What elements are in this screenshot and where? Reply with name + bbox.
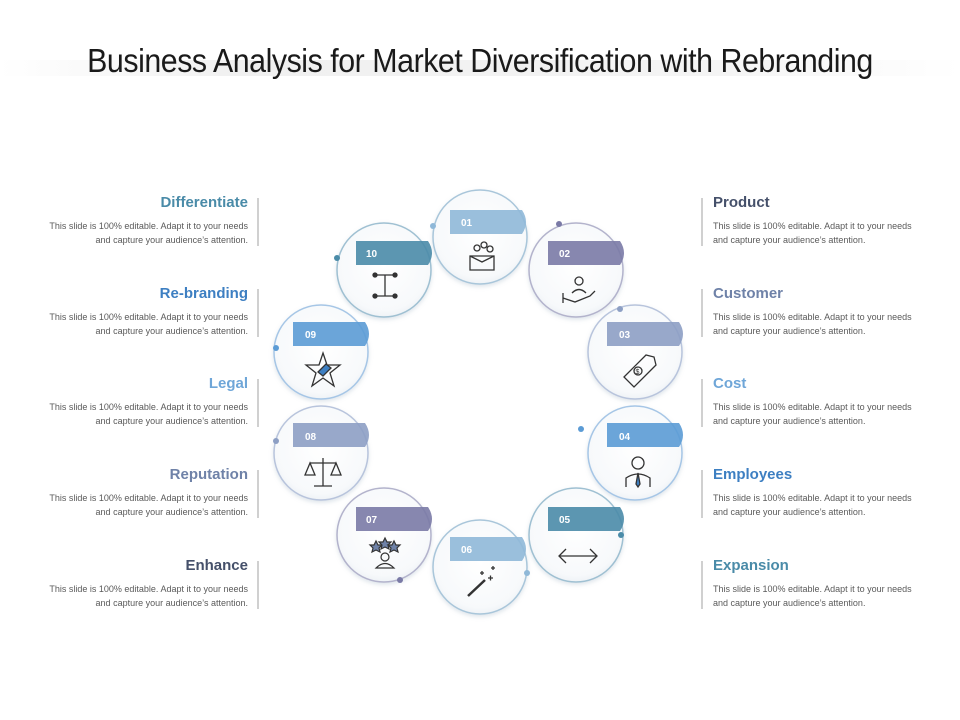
label-description: This slide is 100% editable. Adapt it to… (49, 402, 248, 426)
step-circle-10: 10 (334, 222, 432, 318)
hand-person-icon (562, 276, 596, 303)
connector-dot (556, 221, 562, 227)
label-title: Legal (208, 375, 248, 392)
divider-line (257, 379, 259, 427)
step-number: 10 (366, 249, 378, 260)
step-circle-07: 07 (336, 487, 432, 583)
connector-dot (397, 577, 403, 583)
label-product: Product This slide is 100% editable. Ada… (713, 194, 913, 247)
divider-line (701, 470, 703, 518)
step-circle-02: 02 (528, 221, 624, 318)
step-circle-05: 05 (528, 487, 624, 583)
double-arrow-icon (558, 548, 598, 564)
label-reputation: Reputation This slide is 100% editable. … (48, 466, 248, 519)
divider-line (701, 379, 703, 427)
label-title: Employees (713, 466, 793, 483)
label-description: This slide is 100% editable. Adapt it to… (713, 493, 912, 517)
step-number: 04 (619, 432, 631, 443)
diagram-connector-icon (372, 272, 398, 299)
title-underline-glow (0, 60, 960, 76)
label-title: Cost (713, 375, 747, 392)
label-description: This slide is 100% editable. Adapt it to… (49, 221, 248, 245)
divider-line (257, 470, 259, 518)
step-circle-09: 09 (273, 304, 369, 400)
connector-dot (273, 345, 279, 351)
label-description: This slide is 100% editable. Adapt it to… (49, 312, 248, 336)
svg-text:$: $ (636, 369, 640, 376)
connector-dot (617, 306, 623, 312)
label-employees: Employees This slide is 100% editable. A… (713, 466, 913, 519)
label-legal: Legal This slide is 100% editable. Adapt… (48, 375, 248, 428)
scales-icon (304, 458, 342, 487)
number-banner (293, 423, 369, 447)
divider-line (701, 289, 703, 337)
number-banner (548, 241, 624, 265)
divider-line (701, 561, 703, 609)
label-description: This slide is 100% editable. Adapt it to… (713, 312, 912, 336)
divider-line (257, 198, 259, 246)
label-title: Differentiate (160, 194, 248, 211)
step-number: 07 (366, 515, 378, 526)
label-cost: Cost This slide is 100% editable. Adapt … (713, 375, 913, 428)
box-with-people-icon (469, 241, 495, 271)
connector-dot (618, 532, 624, 538)
divider-line (257, 561, 259, 609)
label-differentiate: Differentiate This slide is 100% editabl… (48, 194, 248, 247)
number-banner (450, 537, 526, 561)
connector-dot (334, 255, 340, 261)
step-number: 02 (559, 249, 571, 260)
number-banner (293, 322, 369, 346)
page-title: Business Analysis for Market Diversifica… (87, 42, 873, 79)
step-number: 08 (305, 432, 317, 443)
person-stars-icon (368, 536, 402, 569)
divider-line (257, 289, 259, 337)
step-number: 03 (619, 330, 631, 341)
number-banner (607, 423, 683, 447)
employee-tie-icon (625, 456, 651, 489)
label-description: This slide is 100% editable. Adapt it to… (49, 584, 248, 608)
connector-dot (430, 223, 436, 229)
step-number: 05 (559, 515, 571, 526)
label-description: This slide is 100% editable. Adapt it to… (713, 584, 912, 608)
step-number: 09 (305, 330, 317, 341)
label-title: Product (713, 194, 770, 211)
label-customer: Customer This slide is 100% editable. Ad… (713, 285, 913, 338)
magic-wand-icon (467, 566, 495, 597)
label-description: This slide is 100% editable. Adapt it to… (49, 493, 248, 517)
label-expansion: Expansion This slide is 100% editable. A… (713, 557, 913, 610)
divider-line (701, 198, 703, 246)
connector-dot (578, 426, 584, 432)
step-number: 01 (461, 218, 473, 229)
label-description: This slide is 100% editable. Adapt it to… (713, 402, 912, 426)
label-re-branding: Re-branding This slide is 100% editable.… (48, 285, 248, 338)
step-circle-08: 08 (273, 405, 369, 501)
label-title: Reputation (169, 466, 248, 483)
label-title: Enhance (185, 557, 248, 574)
number-banner (356, 241, 432, 265)
step-circle-06: 06 (432, 519, 530, 615)
step-circle-03: 03 $ (587, 304, 683, 400)
number-banner (356, 507, 432, 531)
step-number: 06 (461, 545, 473, 556)
number-banner (548, 507, 624, 531)
number-banner (450, 210, 526, 234)
price-tag-dollar-icon: $ (623, 354, 657, 388)
connector-dot (273, 438, 279, 444)
label-title: Customer (713, 285, 784, 302)
label-enhance: Enhance This slide is 100% editable. Ada… (48, 557, 248, 610)
label-description: This slide is 100% editable. Adapt it to… (713, 221, 912, 245)
star-tag-icon (304, 350, 342, 388)
connector-dot (524, 570, 530, 576)
label-title: Expansion (713, 557, 789, 574)
number-banner (607, 322, 683, 346)
label-title: Re-branding (159, 285, 248, 302)
step-circle-01: 01 (430, 189, 528, 285)
step-circle-04: 04 (578, 405, 683, 501)
